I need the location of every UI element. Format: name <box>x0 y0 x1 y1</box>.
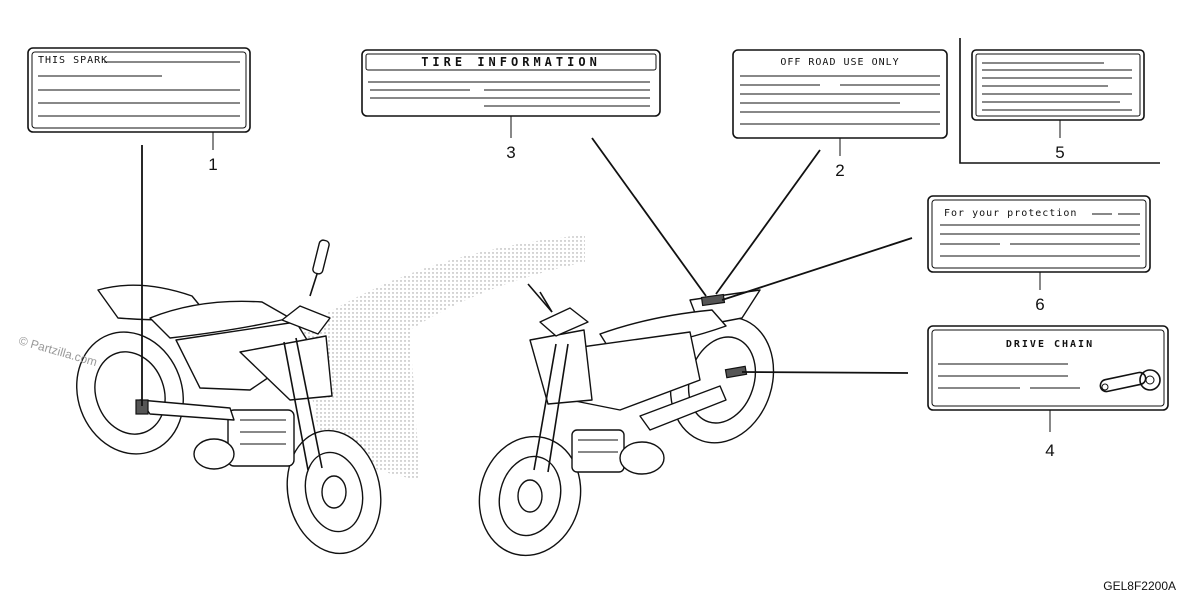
label-5-blank <box>971 49 1145 121</box>
callout-2: 2 <box>835 161 844 180</box>
callout-4: 4 <box>1045 441 1054 460</box>
label-1-title: THIS SPARK <box>38 55 108 66</box>
motorcycle-right <box>478 283 775 557</box>
leader-line-2 <box>715 149 821 295</box>
callout-5: 5 <box>1055 143 1064 162</box>
chain-sprocket-icon <box>1099 369 1161 393</box>
leader-line-6 <box>721 237 913 301</box>
callout-1: 1 <box>208 155 217 174</box>
label-2-off-road-use-only: OFF ROAD USE ONLY <box>732 49 948 139</box>
callout-6: 6 <box>1035 295 1044 314</box>
label-1-this-spark: THIS SPARK <box>27 47 251 133</box>
label-6-for-your-protection: For your protection <box>927 195 1151 273</box>
label-3-title: TIRE INFORMATION <box>421 55 601 69</box>
watermark: © Partzilla.com <box>17 333 99 369</box>
stipple-shading <box>300 235 585 480</box>
leader-line-3 <box>591 137 707 297</box>
label-patch-swingarm <box>724 365 748 379</box>
label-6-title: For your protection <box>944 208 1077 219</box>
label-4-drive-chain: DRIVE CHAIN <box>927 325 1169 411</box>
label-3-tire-information: TIRE INFORMATION <box>361 49 661 117</box>
callout-3: 3 <box>506 143 515 162</box>
label-2-title: OFF ROAD USE ONLY <box>780 57 899 68</box>
diagram-code: GEL8F2200A <box>1103 579 1176 593</box>
label-5-bracket <box>959 38 1160 164</box>
leader-line-4 <box>741 371 909 374</box>
label-4-title: DRIVE CHAIN <box>1006 339 1094 350</box>
motorcycle-left <box>76 239 382 555</box>
